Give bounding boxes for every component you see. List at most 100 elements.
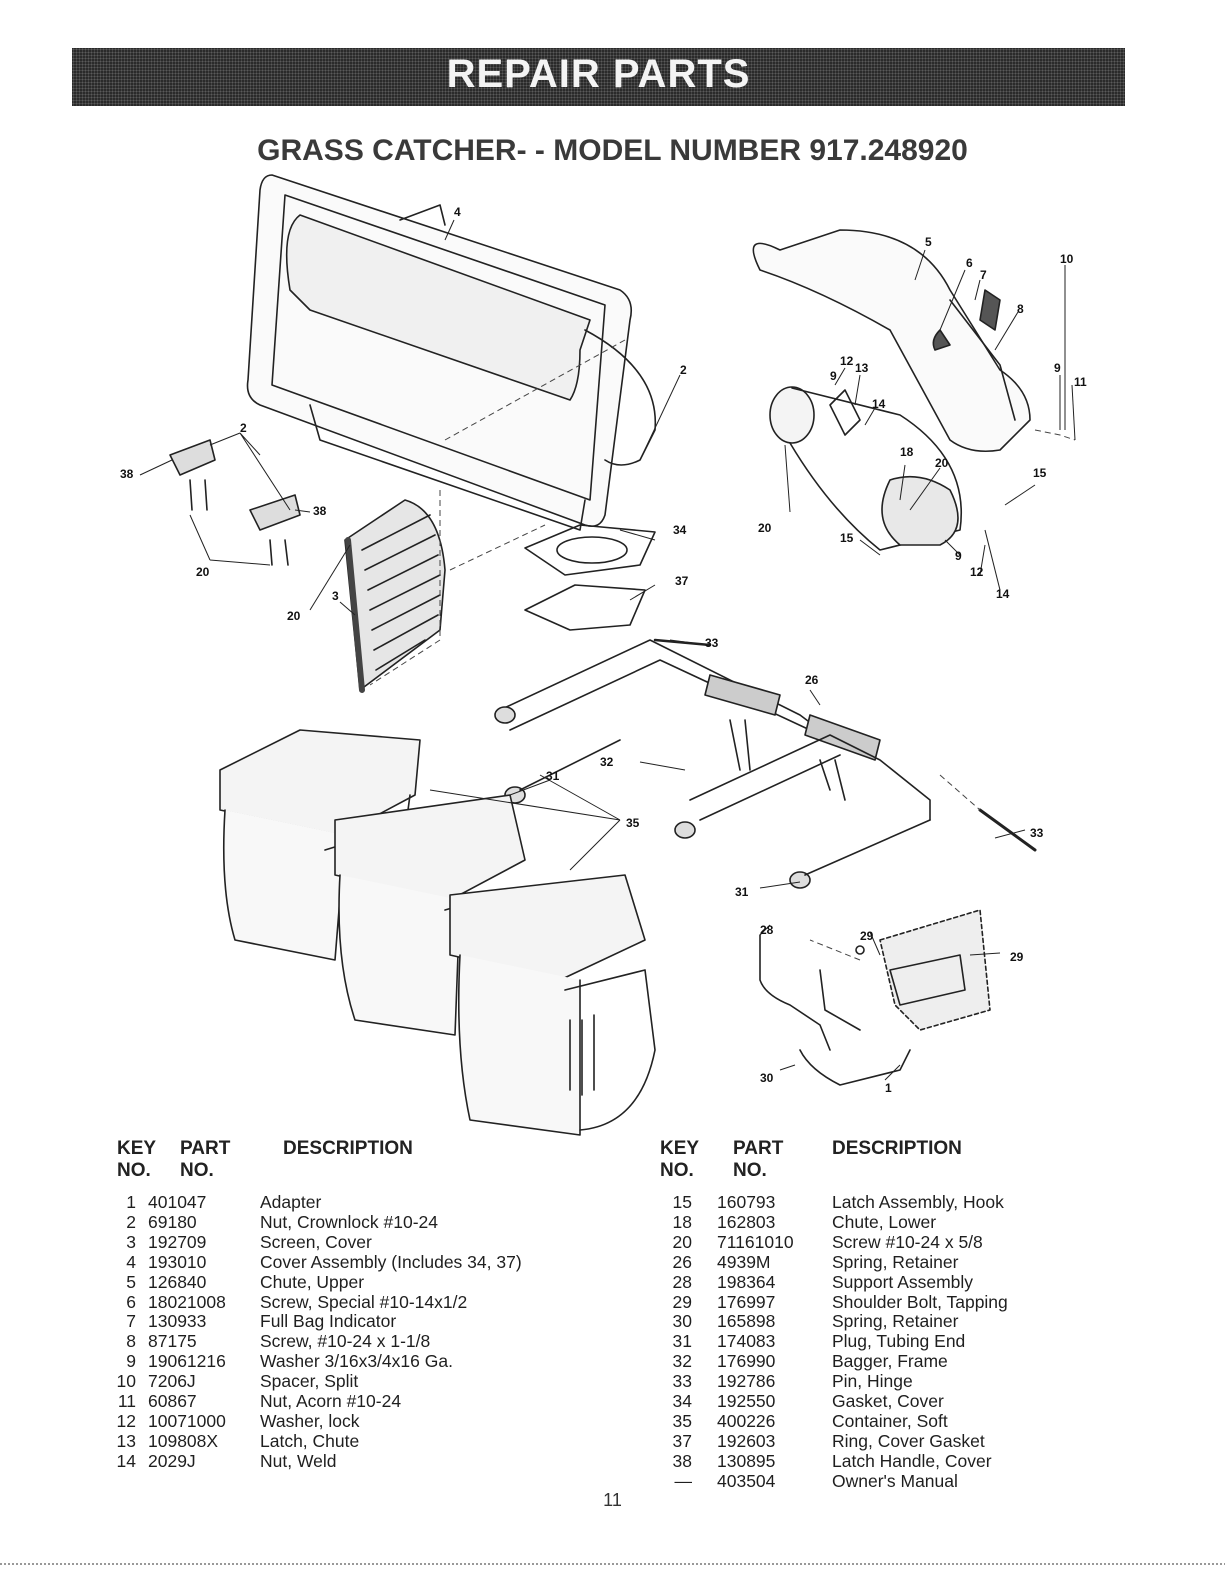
part-key-cell: 10	[116, 1371, 136, 1392]
part-description-cell: Plug, Tubing End	[832, 1331, 966, 1352]
part-description-cell: Screw, #10-24 x 1-1/8	[260, 1331, 431, 1352]
callout-10: 10	[1060, 252, 1074, 266]
part-key-cell: 5	[126, 1271, 136, 1292]
part-description-cell: Latch Assembly, Hook	[832, 1192, 1004, 1212]
spacer-cell	[692, 1472, 717, 1492]
spacer-cell	[692, 1332, 717, 1352]
part-key-cell: 3	[126, 1231, 136, 1252]
part-number-cell: 192709	[148, 1231, 207, 1252]
upper-chute-drawing	[752, 229, 1031, 453]
table-row: 5 126840 Chute, Upper	[112, 1271, 522, 1293]
part-description-cell: Nut, Acorn #10-24	[260, 1391, 402, 1412]
callout-3: 3	[332, 589, 339, 603]
callout-2: 2	[680, 363, 687, 377]
part-number-cell: 71161010	[717, 1231, 794, 1252]
part-key-cell: 8	[126, 1331, 136, 1352]
part-number-cell: 192550	[717, 1391, 776, 1412]
callout-33: 33	[705, 636, 719, 650]
spacer-cell	[692, 1213, 717, 1233]
callout-9b: 9	[830, 369, 837, 383]
part-number-cell: 7206J	[148, 1371, 196, 1392]
callout-30: 30	[760, 1071, 774, 1085]
part-key-cell: 28	[672, 1271, 692, 1292]
callout-34: 34	[673, 523, 687, 537]
spacer-cell	[692, 1253, 717, 1273]
part-description-cell: Spacer, Split	[260, 1371, 359, 1392]
part-number-cell: 176990	[717, 1351, 776, 1372]
part-description-cell: Nut, Crownlock #10-24	[260, 1211, 438, 1232]
callout-4: 4	[454, 205, 461, 219]
part-number-cell: 403504	[717, 1470, 776, 1491]
spacer-cell	[136, 1233, 148, 1253]
part-key-cell: 32	[672, 1351, 692, 1372]
callout-7: 7	[980, 268, 987, 282]
left-description-header: DESCRIPTION	[283, 1138, 413, 1159]
callout-14: 14	[872, 397, 886, 411]
part-key-cell: 4	[126, 1251, 136, 1272]
callout-11: 11	[1074, 375, 1087, 389]
part-key-cell: 1	[126, 1192, 136, 1212]
callout-2b: 2	[240, 421, 247, 435]
spacer-cell	[692, 1273, 717, 1293]
part-description-cell: Full Bag Indicator	[260, 1311, 397, 1332]
part-number-cell: 198364	[717, 1271, 776, 1292]
callout-20: 20	[196, 565, 210, 579]
exploded-parts-diagram: 4 2 2 38 38 20 20 3 34 37 33 26 32 31 35…	[120, 174, 1087, 1136]
part-key-cell: —	[674, 1470, 693, 1491]
part-description-cell: Latch, Chute	[260, 1430, 360, 1451]
callout-12: 12	[840, 354, 854, 368]
part-number-cell: 126840	[148, 1271, 207, 1292]
part-key-cell: 18	[672, 1211, 692, 1232]
part-description-cell: Nut, Weld	[260, 1450, 337, 1471]
part-description-cell: Ring, Cover Gasket	[832, 1430, 985, 1451]
cover-assembly-drawing	[246, 174, 657, 531]
part-number-cell: 192603	[717, 1430, 776, 1451]
part-key-cell: 31	[672, 1331, 692, 1352]
callout-28: 28	[760, 923, 774, 937]
table-row: 32 176990 Bagger, Frame	[660, 1351, 1008, 1372]
part-number-cell: 193010	[148, 1251, 207, 1272]
ring-drawing	[524, 584, 646, 631]
spacer-cell	[136, 1432, 148, 1452]
part-number-cell: 165898	[717, 1311, 776, 1332]
spacer-cell	[692, 1352, 717, 1372]
part-key-cell: 37	[672, 1430, 692, 1451]
part-description-cell: Bagger, Frame	[832, 1351, 948, 1372]
callout-12b: 12	[970, 565, 984, 579]
part-key-cell: 6	[126, 1291, 136, 1312]
part-description-cell: Chute, Upper	[260, 1271, 365, 1292]
callout-9: 9	[1054, 361, 1061, 375]
part-key-cell: 38	[672, 1450, 692, 1471]
spacer-cell	[136, 1332, 148, 1352]
spacer-cell	[692, 1412, 717, 1432]
callout-5: 5	[925, 235, 932, 249]
page-number: 11	[603, 1490, 622, 1510]
callout-29: 29	[860, 929, 874, 943]
part-number-cell: 400226	[717, 1410, 776, 1431]
callout-9c: 9	[955, 549, 962, 563]
part-number-cell: 2029J	[148, 1450, 196, 1471]
part-number-cell: 69180	[148, 1211, 197, 1232]
right-description-header: DESCRIPTION	[832, 1138, 962, 1159]
page-title: GRASS CATCHER- - MODEL NUMBER 917.248920	[257, 134, 968, 167]
part-key-cell: 15	[672, 1192, 692, 1212]
part-description-cell: Screw, Special #10-14x1/2	[260, 1291, 468, 1312]
